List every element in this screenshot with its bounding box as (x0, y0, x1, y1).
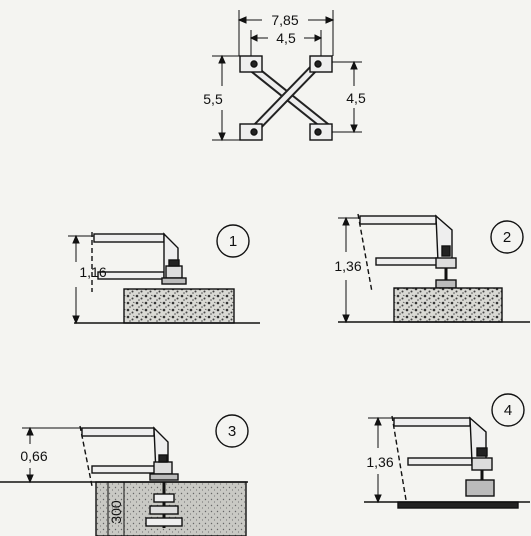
label-height-2: 1,36 (334, 258, 361, 274)
label-left-height: 5,5 (203, 91, 223, 107)
frame-arm (357, 213, 373, 293)
config-3 (0, 414, 249, 536)
config-number-4: 4 (504, 402, 512, 419)
config-number-3: 3 (228, 423, 236, 440)
label-height-1: 1,16 (79, 264, 106, 280)
base-plate (397, 501, 519, 509)
label-inner-width: 4,5 (276, 30, 296, 46)
x-bracket (247, 60, 333, 136)
dimension-left-height (212, 54, 240, 142)
config-number-circle (215, 414, 249, 448)
label-depth-3: 300 (108, 500, 124, 524)
dimension-inner-width (249, 30, 323, 56)
label-overall-width: 7,85 (271, 12, 298, 28)
adjustable-foot (435, 257, 457, 269)
gravel-block (393, 287, 503, 323)
label-height-4: 1,36 (366, 454, 393, 470)
config-4 (364, 393, 530, 509)
dimension-height-4 (368, 416, 394, 504)
ground-anchor (145, 482, 183, 528)
config-number-circle (491, 393, 525, 427)
label-height-3: 0,66 (20, 448, 47, 464)
config-number-2: 2 (503, 229, 511, 246)
config-2 (338, 213, 530, 324)
clamp (165, 265, 183, 279)
dimension-height-1 (68, 234, 94, 325)
config-number-1: 1 (229, 233, 237, 250)
config-1 (68, 224, 260, 325)
dimension-height-3 (22, 426, 82, 484)
adjustable-foot (471, 457, 493, 471)
label-right-height: 4,5 (346, 90, 366, 106)
gravel-block (123, 288, 235, 324)
dimension-height-2 (338, 216, 360, 324)
top-view (212, 10, 362, 142)
config-number-circle (490, 220, 524, 254)
dimension-depth-3 (107, 482, 125, 536)
config-number-circle (216, 224, 250, 258)
clamp (153, 461, 173, 475)
dimension-overall-width (237, 10, 335, 56)
frame-arm (391, 415, 407, 501)
dimension-right-height (332, 60, 362, 134)
